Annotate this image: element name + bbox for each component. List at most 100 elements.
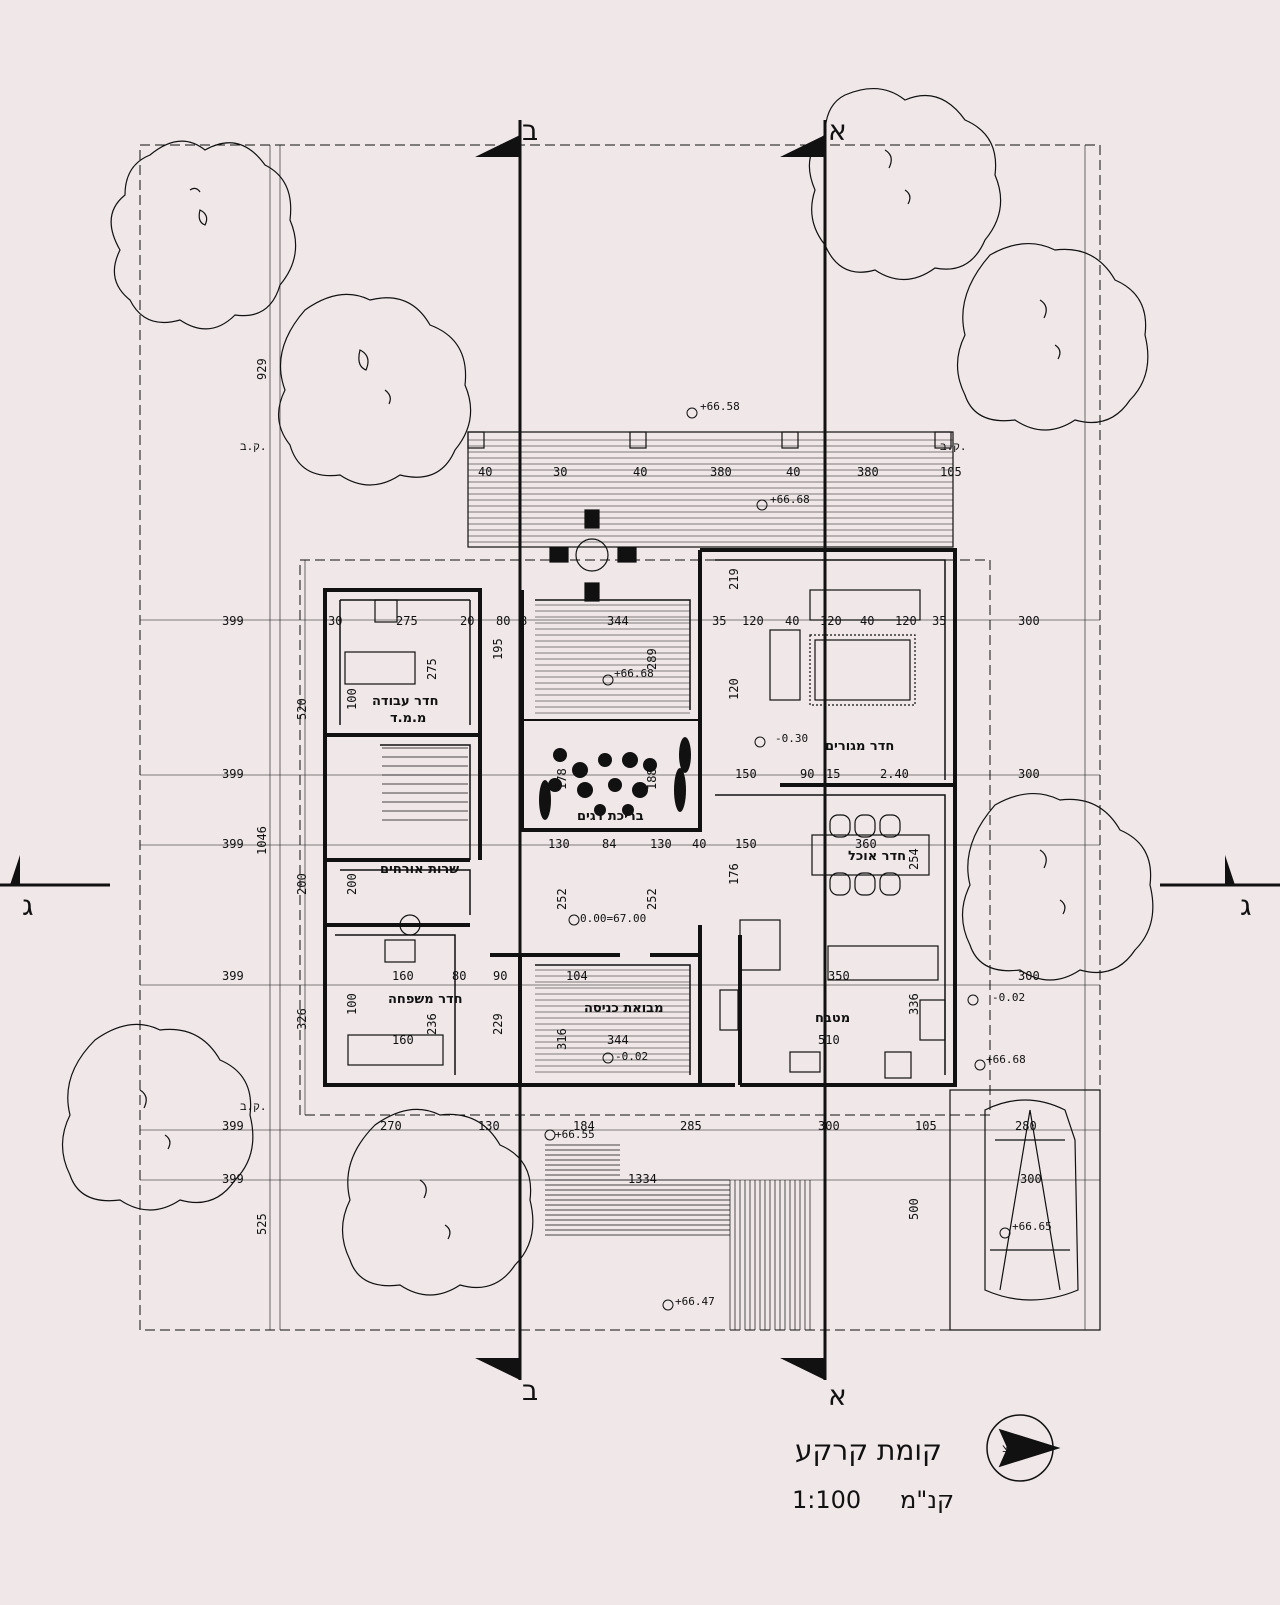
dim-195: 195 — [491, 638, 505, 660]
dim-399-a: 399 — [222, 614, 244, 628]
scale-label: קנ"מ — [900, 1486, 954, 1514]
parking — [949, 1089, 1101, 1331]
furniture — [344, 589, 946, 1079]
dim-1334: 1334 — [628, 1172, 657, 1186]
dim-105: 105 — [915, 1119, 937, 1133]
entrance-steps — [545, 1144, 811, 1330]
level-steps: +66.55 — [555, 1128, 595, 1141]
dim-184: 184 — [573, 1119, 595, 1133]
dim-80-b: 80 — [452, 969, 466, 983]
setback-label-2: ק.ב. — [940, 440, 966, 453]
dimension-lines — [140, 145, 1100, 1330]
car — [984, 1099, 1079, 1301]
dim-399-e: 399 — [222, 1119, 244, 1133]
entrance-hatch — [535, 969, 690, 1073]
room-dining: חדר אוכל — [848, 849, 906, 864]
dim-300-a: 300 — [1018, 614, 1040, 628]
dim-30-b: 30 — [553, 465, 567, 479]
dim-300-e: 300 — [1020, 1172, 1042, 1186]
level-parking: +66.65 — [1012, 1220, 1052, 1233]
dim-399-b: 399 — [222, 767, 244, 781]
dim-380-a: 380 — [710, 465, 732, 479]
section-letter-a-top: א — [828, 114, 847, 147]
dim-130-b: 130 — [650, 837, 672, 851]
dim-219: 219 — [727, 568, 741, 590]
dim-90-a: 90 — [800, 767, 814, 781]
dim-150-b: 150 — [735, 837, 757, 851]
garden-table — [549, 509, 637, 602]
dim-252-a: 252 — [555, 888, 569, 910]
dim-344-a: 344 — [607, 614, 629, 628]
dim-40-c: 40 — [692, 837, 706, 851]
level-kitchen-side: -0.02 — [992, 991, 1025, 1004]
dim-270: 270 — [380, 1119, 402, 1133]
dim-200-b: 200 — [345, 873, 359, 895]
dim-178: 178 — [555, 768, 569, 790]
dim-80-a: 80 — [496, 614, 510, 628]
dim-229: 229 — [491, 1013, 505, 1035]
section-letter-b-bottom: ב — [522, 1374, 538, 1407]
section-letter-b-top: ב — [522, 114, 538, 147]
level-living: -0.30 — [775, 732, 808, 745]
dim-20-a: 20 — [460, 614, 474, 628]
dim-90-b: 90 — [493, 969, 507, 983]
dim-399-f: 399 — [222, 1172, 244, 1186]
dim-40-e: 40 — [633, 465, 647, 479]
tree-4 — [956, 242, 1149, 431]
room-fish-pond: בריכת דגים — [577, 809, 644, 824]
dim-130-c: 130 — [478, 1119, 500, 1133]
trees — [61, 87, 1154, 1296]
dim-200: 200 — [295, 873, 309, 895]
level-court: +66.68 — [614, 667, 654, 680]
dim-120-v: 120 — [727, 678, 741, 700]
dim-350: 350 — [828, 969, 850, 983]
dim-188: 188 — [645, 768, 659, 790]
dim-300-b: 300 — [1018, 767, 1040, 781]
scale-value: 1:100 — [792, 1486, 861, 1514]
dim-35-a: 35 — [712, 614, 726, 628]
stairs — [382, 747, 468, 821]
labels: ב א ב א ג ג ק.ב. ק.ב. ק.ב. חדר עבודה מ.מ… — [22, 114, 1252, 1514]
dim-300-d: 300 — [818, 1119, 840, 1133]
dim-176: 176 — [727, 863, 741, 885]
dim-510: 510 — [818, 1033, 840, 1047]
dim-120-b: 120 — [820, 614, 842, 628]
dim-280: 280 — [1015, 1119, 1037, 1133]
pergola-hatch — [468, 439, 953, 543]
dim-275-a: 275 — [396, 614, 418, 628]
dim-8-a: 8 — [520, 614, 527, 628]
level-pergola: +66.68 — [770, 493, 810, 506]
dim-120-a: 120 — [742, 614, 764, 628]
dim-500: 500 — [907, 1198, 921, 1220]
section-letter-g-left: ג — [22, 889, 34, 922]
room-kitchen: מטבח — [815, 1011, 850, 1026]
dim-35-b: 35 — [932, 614, 946, 628]
section-arrows — [10, 135, 1235, 1380]
dim-275-b: 275 — [425, 658, 439, 680]
tree-3 — [808, 87, 1002, 281]
tree-7 — [341, 1108, 534, 1296]
dim-30-a: 30 — [328, 614, 342, 628]
dim-285: 285 — [680, 1119, 702, 1133]
section-letter-a-bottom: א — [828, 1379, 847, 1412]
dim-1046: 1046 — [255, 826, 269, 855]
room-service: שרות אורחים — [380, 862, 459, 877]
plot-boundary — [139, 144, 1101, 1331]
section-markers — [0, 120, 1280, 1380]
dim-236: 236 — [425, 1013, 439, 1035]
dim-525: 525 — [255, 1213, 269, 1235]
level-zero: 0.00=67.00 — [580, 912, 646, 925]
dim-160-b: 160 — [392, 1033, 414, 1047]
setback-line — [299, 559, 991, 1116]
dim-120-c: 120 — [895, 614, 917, 628]
dim-100-b: 100 — [345, 993, 359, 1015]
tree-5 — [961, 792, 1154, 981]
level-entrance: -0.02 — [615, 1050, 648, 1063]
dim-100-a: 100 — [345, 688, 359, 710]
dim-360: 360 — [855, 837, 877, 851]
dim-40-a: 40 — [785, 614, 799, 628]
level-kitchen-out: +66.68 — [986, 1053, 1026, 1066]
tree-2 — [278, 293, 472, 486]
